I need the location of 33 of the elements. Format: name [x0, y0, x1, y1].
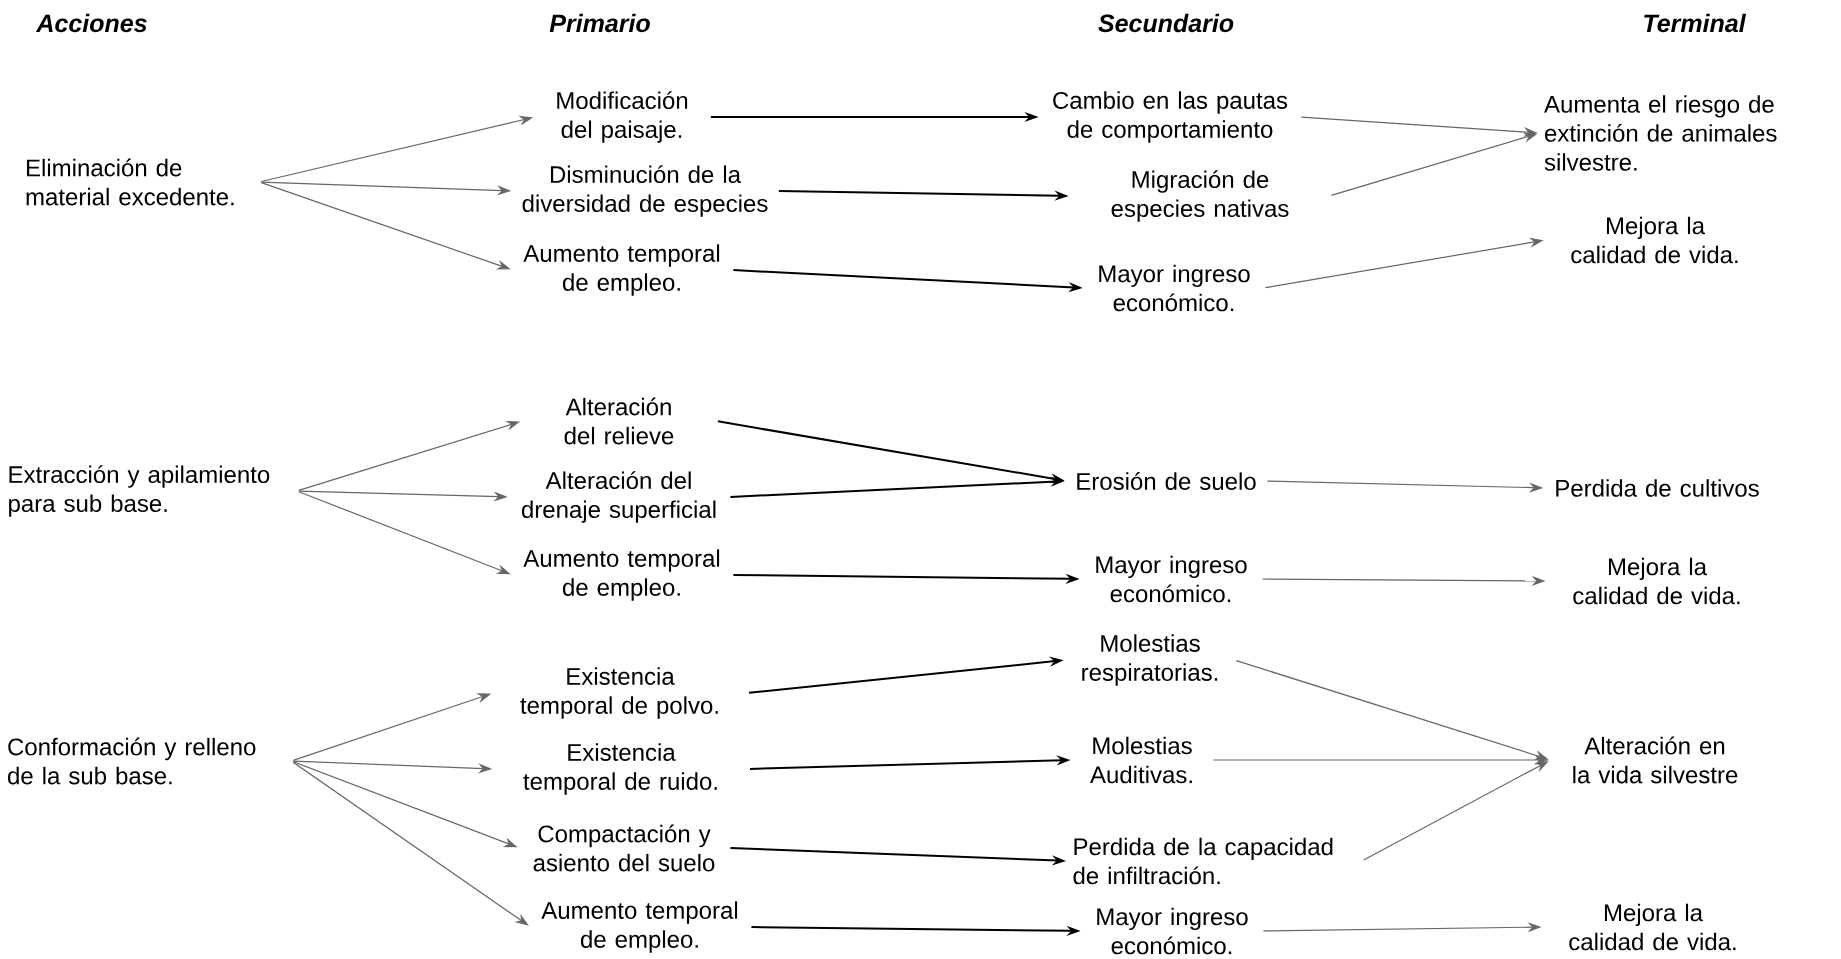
column-heading: Primario — [549, 13, 650, 33]
effect-text: Mayor ingreso económico. — [1099, 264, 1250, 312]
arrow — [292, 761, 529, 926]
effect-text: Erosión de suelo — [1077, 472, 1256, 490]
effect-text: Mejora la calidad de vida. — [1573, 557, 1740, 605]
effect-text: Conformación y relleno de la sub base. — [8, 737, 256, 785]
effect-text: Aumento temporal de empleo. — [523, 549, 720, 601]
effect-text: Mejora la calidad de vida. — [1571, 216, 1738, 264]
effect-text: Eliminación de material excedente. — [26, 158, 234, 206]
effect-text: Aumenta el riesgo de extinción de animales silvestre. — [1544, 95, 1777, 171]
effect-text: Molestias respiratorias. — [1082, 634, 1218, 686]
effect-text: Molestias Auditivas. — [1090, 736, 1192, 784]
effect-text: Alteración del relieve — [564, 397, 674, 445]
effect-text: Existencia temporal de polvo. — [520, 667, 718, 719]
effect-text: Alteración en la vida silvestre — [1573, 736, 1738, 784]
effect-text: Compactación y asiento del suelo — [533, 824, 715, 872]
effect-text: Aumento temporal de empleo. — [541, 901, 738, 953]
column-heading: Secundario — [1098, 13, 1234, 33]
effect-text: Mejora la calidad de vida. — [1569, 903, 1736, 951]
effect-text: Migración de especies nativas — [1111, 170, 1289, 222]
column-heading: Acciones — [35, 13, 147, 33]
effect-text: Disminución de la diversidad de especies — [522, 165, 768, 217]
effect-text: Mayor ingreso económico. — [1096, 555, 1247, 603]
effect-text: Modificación del paisaje. — [557, 91, 688, 143]
effect-text: Extracción y apilamiento para sub base. — [9, 465, 270, 517]
column-heading: Terminal — [1644, 13, 1747, 33]
effect-text: Mayor ingreso económico. — [1097, 907, 1248, 955]
effect-text: Perdida de la capacidad de infiltración. — [1073, 837, 1333, 885]
effect-text: Alteración del drenaje superficial — [521, 471, 716, 523]
effect-text: Cambio en las pautas de comportamiento — [1053, 91, 1288, 143]
effect-text: Aumento temporal de empleo. — [523, 244, 720, 296]
effect-text: Perdida de cultivos — [1556, 479, 1759, 497]
effect-text: Existencia temporal de ruido. — [523, 743, 717, 795]
